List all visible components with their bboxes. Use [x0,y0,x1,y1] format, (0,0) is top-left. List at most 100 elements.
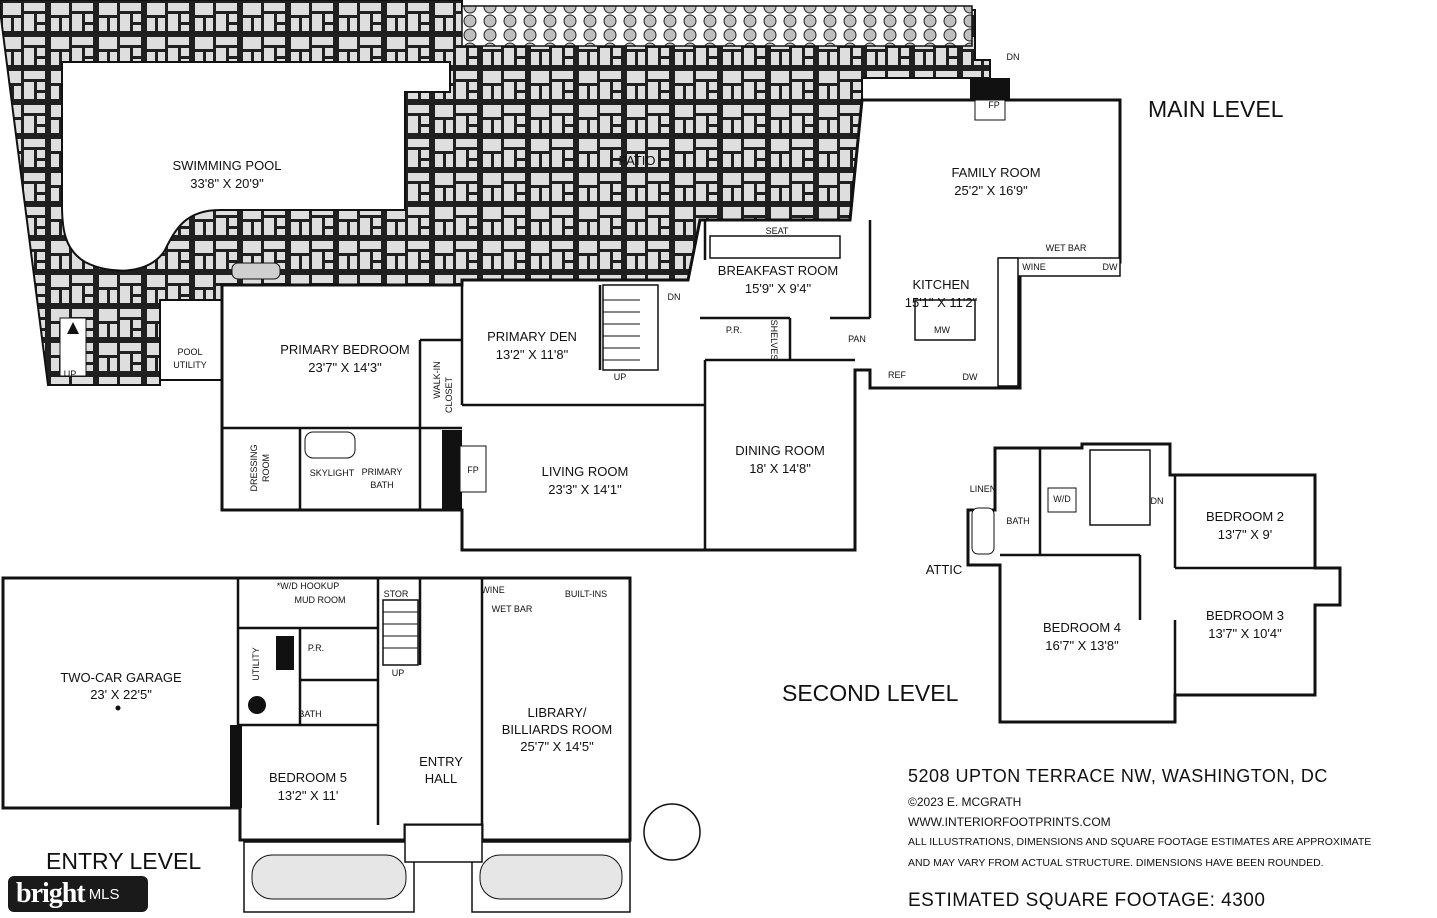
fireplace-family-hearth [974,99,1006,121]
fireplace-hearth [459,445,487,493]
dressing-label-2: ROOM [261,454,271,482]
fp-label-main: FP [467,465,479,475]
seat-label: SEAT [766,226,789,236]
entry-level-title: ENTRY LEVEL [46,848,201,874]
main-level-title: MAIN LEVEL [1148,96,1284,122]
planter-left-inner [251,854,407,900]
mud-room-label: MUD ROOM [295,595,346,605]
kitchen-counter [997,257,1019,387]
family-room-dims: 25'2" X 16'9" [954,183,1028,198]
skylight-label: SKYLIGHT [310,468,355,478]
swimming-pool [61,61,451,272]
entry-stoop [404,824,483,863]
furnace [248,696,266,714]
primary-bedroom-name: PRIMARY BEDROOM [280,342,410,357]
primary-bath-label-2: BATH [370,480,393,490]
bedroom3-name: BEDROOM 3 [1206,608,1284,623]
wd-hookup-label: *W/D HOOKUP [277,581,340,591]
library-name-1: LIBRARY/ [527,705,586,720]
second-level [966,442,1342,724]
breakfast-room-name: BREAKFAST ROOM [718,263,838,278]
up-label-entry: UP [392,668,405,678]
library-dims: 25'7" X 14'5" [520,739,594,754]
stair-entry-treads [383,611,418,649]
entry-hall-label-1: ENTRY [419,754,463,769]
second-level-title: SECOND LEVEL [782,680,959,706]
pan-label: PAN [848,334,866,344]
kitchen-island [914,299,976,341]
pool-utility-box [159,299,223,381]
living-room-name: LIVING ROOM [542,464,629,479]
stair-main [602,284,659,371]
stair-second [1089,449,1151,526]
fireplace-family [970,78,1010,100]
bedroom2-dims: 13'7" X 9' [1218,527,1272,542]
stair-treads [603,299,640,361]
pool-steps [59,317,87,377]
dining-room-name: DINING ROOM [735,443,825,458]
logo-brand: bright [16,878,86,909]
website: WWW.INTERIORFOOTPRINTS.COM [908,815,1111,829]
second-level-walls [966,442,1342,724]
planter-right-inner [479,854,623,900]
fireplace-main [442,430,462,510]
dn-label-second: DN [1151,496,1164,506]
seat-bench [709,235,841,259]
bedroom3-dims: 13'7" X 10'4" [1208,626,1282,641]
living-room-dims: 23'3" X 14'1" [548,482,622,497]
copyright: ©2023 E. MCGRATH [908,795,1022,809]
kitchen-dims: 15'1" X 11'2" [905,295,978,310]
entry-interior-walls [236,578,484,825]
wet-bar-label: WET BAR [1046,243,1087,253]
shelves-label: SHELVES [769,320,779,361]
bedroom2-name: BEDROOM 2 [1206,509,1284,524]
bedroom4-dims: 16'7" X 13'8" [1045,638,1119,653]
breakfast-room-dims: 15'9" X 9'4" [745,281,812,296]
attic-label: ATTIC [926,562,963,577]
bedroom5-name: BEDROOM 5 [269,770,347,785]
planter-border [461,5,973,47]
tree [643,803,701,861]
primary-den-name: PRIMARY DEN [487,329,577,344]
primary-den-dims: 13'2" X 11'8" [496,347,569,362]
garage-dims: 23' X 22'5" [90,687,152,702]
wine-lower-label: WINE [481,585,505,595]
primary-bath-label-1: PRIMARY [362,467,403,477]
wd-label: W/D [1053,494,1071,504]
pool-utility-label-2: UTILITY [173,360,207,370]
square-footage: ESTIMATED SQUARE FOOTAGE: 4300 [908,890,1266,911]
bedroom5-dims: 13'2" X 11' [278,788,339,803]
up-arrow [67,322,79,334]
library-name-2: BILLIARDS ROOM [502,722,613,737]
walkin-label-1: WALK-IN [432,361,442,398]
linen-label: LINEN [970,484,997,494]
pool-bench [231,262,281,280]
utility-label: UTILITY [251,647,261,681]
dn-label-top: DN [1007,52,1020,62]
stor-label: STOR [384,589,409,599]
garage-name: TWO-CAR GARAGE [60,670,182,685]
fp-label-family: FP [988,100,1000,110]
pr-label-entry: P.R. [308,643,324,653]
dw-label-bar: DW [1103,262,1118,272]
address: 5208 UPTON TERRACE NW, WASHINGTON, DC [908,766,1328,786]
primary-tub [304,431,356,459]
bedroom4-name: BEDROOM 4 [1043,620,1121,635]
family-room-name: FAMILY ROOM [951,165,1040,180]
dining-room-dims: 18' X 14'8" [749,461,811,476]
disclaimer-line-2: AND MAY VARY FROM ACTUAL STRUCTURE. DIME… [908,857,1324,869]
bath-label-entry: BATH [298,709,321,719]
walkin-label-2: CLOSET [444,376,454,413]
main-level [0,0,1122,552]
ref-label: REF [888,370,907,380]
logo-suffix: MLS [88,885,120,903]
bright-mls-logo: bright MLS [8,876,148,912]
wet-bar-lower-label: WET BAR [492,604,533,614]
primary-bedroom-dims: 23'7" X 14'3" [308,360,382,375]
stair-entry [382,599,419,666]
pr-label-main: P.R. [726,325,742,335]
tub-second [971,507,995,555]
mw-label: MW [934,325,950,335]
bath-label-second: BATH [1006,516,1029,526]
